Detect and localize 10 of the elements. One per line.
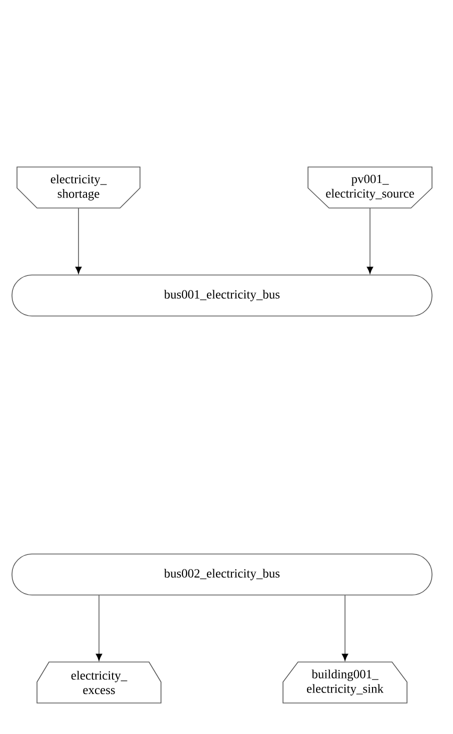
hexagon-box: pv001_ electricity_source	[308, 166, 432, 208]
arrow	[366, 208, 374, 274]
rounded-box: bus001_electricity_bus	[12, 274, 432, 316]
arrow	[342, 594, 348, 661]
hexagon-box: electricity_ excess	[36, 662, 162, 704]
arrow	[96, 594, 102, 661]
hexagon-box: building001_ electricity_sink	[282, 662, 408, 704]
arrow	[75, 208, 82, 274]
rounded-box: bus002_electricity_bus	[12, 554, 432, 596]
hexagon-box: electricity_ shortage	[16, 166, 140, 208]
